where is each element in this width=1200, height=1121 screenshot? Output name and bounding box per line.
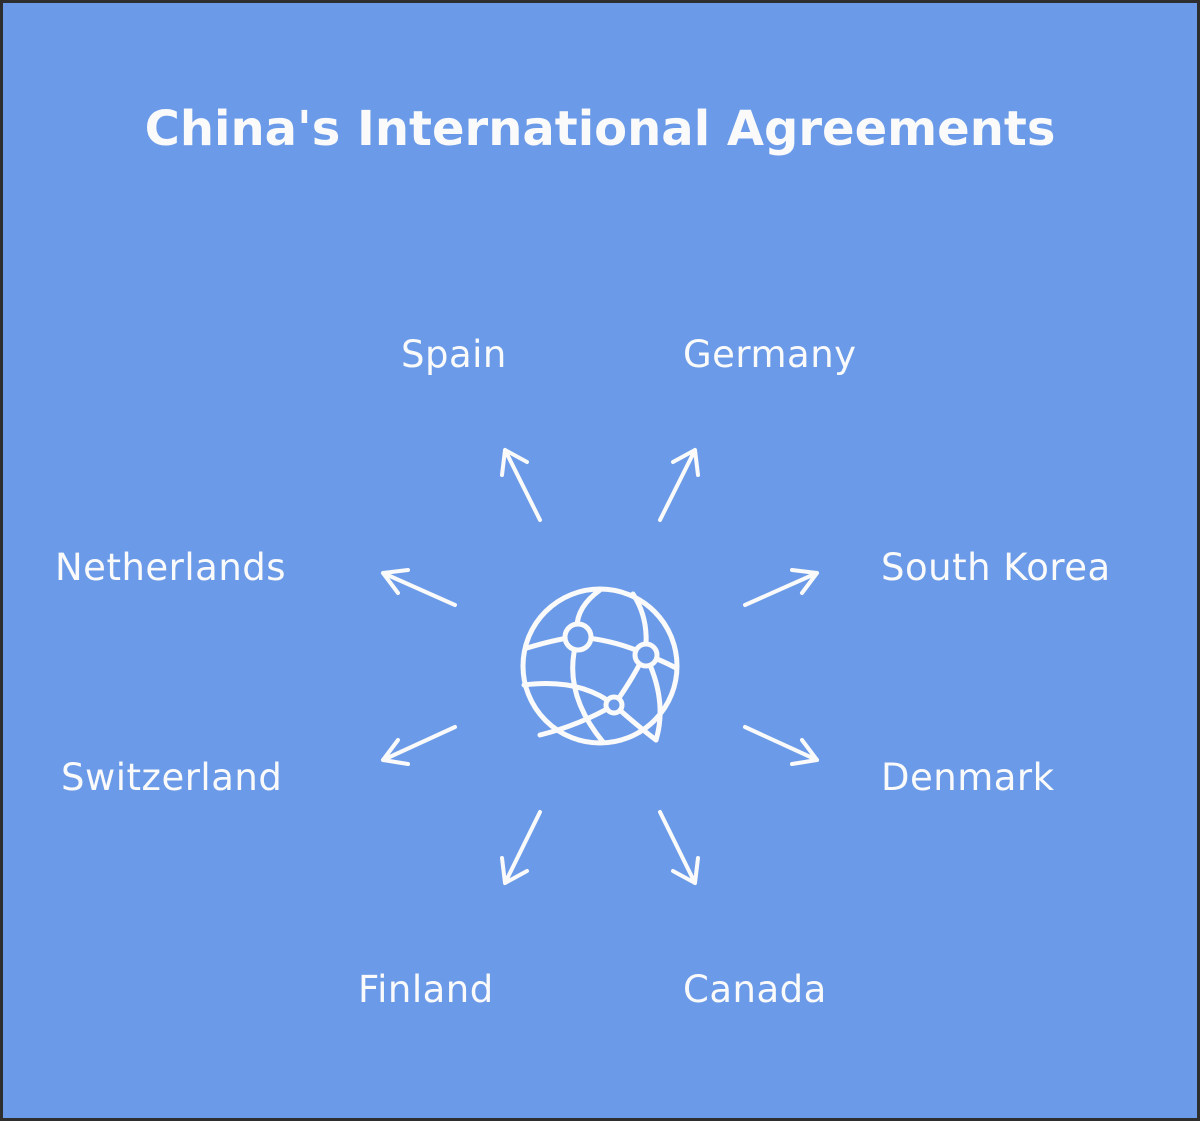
globe-network-icon <box>520 586 680 746</box>
arrow-canada <box>658 810 700 885</box>
arrow-south-korea <box>743 568 819 607</box>
arrow-finland <box>500 810 542 885</box>
country-label-germany: Germany <box>683 333 857 376</box>
diagram-title: China's International Agreements <box>144 101 1056 157</box>
country-label-denmark: Denmark <box>881 756 1055 799</box>
diagram-graphics <box>381 448 819 885</box>
diagram-canvas: China's International Agreements <box>3 3 1197 1118</box>
country-label-south-korea: South Korea <box>881 546 1111 589</box>
country-label-spain: Spain <box>401 333 507 376</box>
country-label-canada: Canada <box>683 968 827 1011</box>
country-label-finland: Finland <box>358 968 494 1011</box>
arrow-netherlands <box>381 568 457 607</box>
country-label-switzerland: Switzerland <box>61 756 283 799</box>
arrow-germany <box>658 448 700 522</box>
arrow-switzerland <box>381 725 457 766</box>
country-label-netherlands: Netherlands <box>55 546 287 589</box>
arrow-denmark <box>743 725 819 766</box>
arrow-spain <box>500 448 542 522</box>
